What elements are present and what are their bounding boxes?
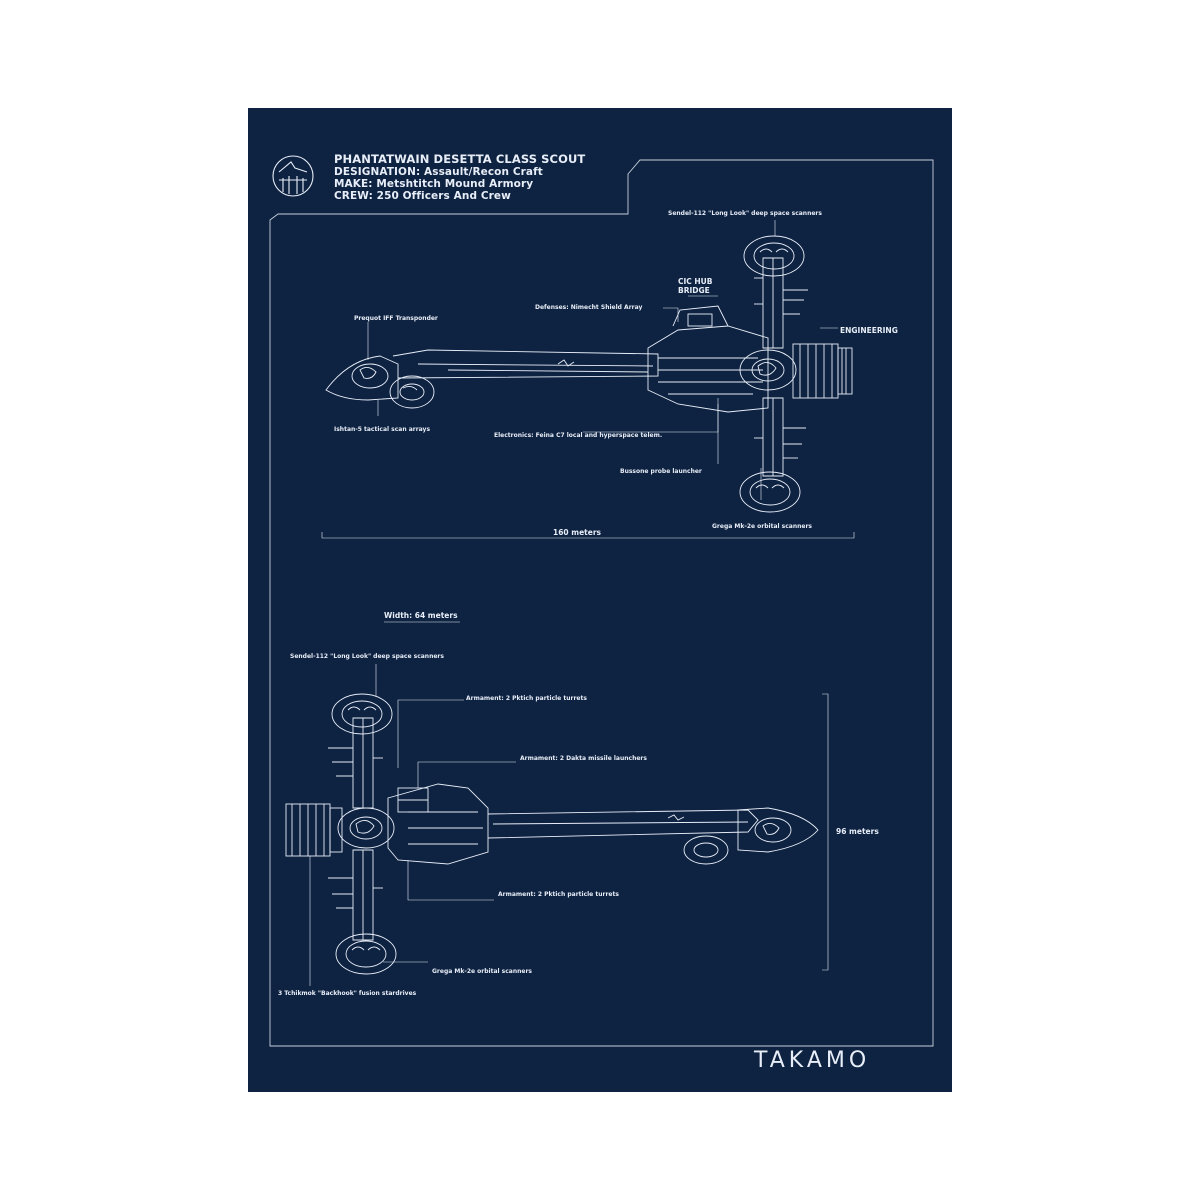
label-electronics: Electronics: Feina C7 local and hyperspa… [494,432,663,439]
label-scan-arrays: Ishtan-5 tactical scan arrays [334,426,431,433]
side-view-callouts [321,220,855,539]
blueprint-drawing [269,155,934,1047]
designation-text: DESIGNATION: Assault/Recon Craft [334,166,543,178]
top-view-ship [285,693,819,975]
width-dimension: Width: 64 meters [384,611,458,620]
label-cic-hub: CIC HUB [678,277,713,286]
height-dimension: 96 meters [836,827,879,836]
label-probe: Bussone probe launcher [620,468,702,475]
label-top-scanners: Sendel-112 "Long Look" deep space scanne… [290,653,444,660]
label-armament-turrets-1: Armament: 2 Pktich particle turrets [466,695,587,702]
frame-border [269,159,934,1047]
label-stardrives: 3 Tchikmok "Backhook" fusion stardrives [278,990,417,997]
label-iff: Prequot IFF Transponder [354,315,438,322]
faction-emblem-icon [272,155,314,197]
blueprint-poster: PHANTATWAIN DESETTA CLASS SCOUT DESIGNAT… [248,108,952,1092]
crew-text: CREW: 250 Officers And Crew [334,190,511,202]
label-bridge: BRIDGE [678,286,710,295]
side-view-ship [325,235,853,513]
label-engineering: ENGINEERING [840,326,898,335]
label-armament-turrets-2: Armament: 2 Pktich particle turrets [498,891,619,898]
brand-logo: TAKAMO [754,1048,871,1073]
label-scanners-top: Sendel-112 "Long Look" deep space scanne… [668,210,822,217]
label-top-orbital-scanners: Grega Mk-2e orbital scanners [432,968,532,975]
top-view-callouts [309,621,829,986]
label-defenses: Defenses: Nimecht Shield Array [535,304,643,311]
label-orbital-scanners: Grega Mk-2e orbital scanners [712,523,812,530]
poster-title: PHANTATWAIN DESETTA CLASS SCOUT [334,152,586,166]
length-dimension: 160 meters [550,529,605,537]
make-text: MAKE: Metshtitch Mound Armory [334,178,534,190]
label-armament-missiles: Armament: 2 Dakta missile launchers [520,755,647,762]
